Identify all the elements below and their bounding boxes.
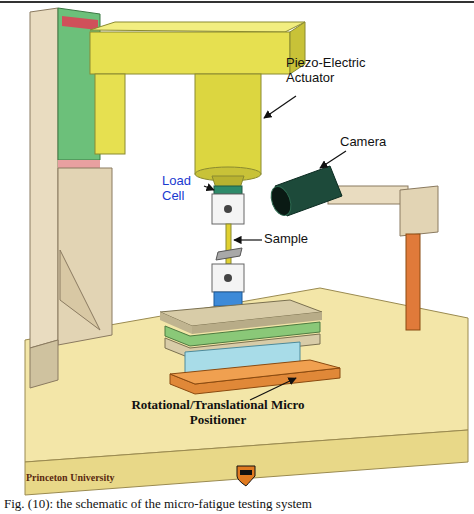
part-label: Sample (264, 232, 324, 247)
figure-caption: Fig. (10): the schematic of the micro-fa… (4, 497, 470, 512)
camera (267, 166, 438, 330)
micro-positioner (160, 300, 340, 394)
watermark: Princeton University (26, 472, 226, 484)
university-shield (237, 466, 255, 486)
leader-arrows (204, 96, 346, 400)
part-label: Rotational/Translational Micro Positione… (118, 398, 318, 428)
part-label: Load Cell (162, 174, 202, 204)
top-rule (0, 1, 474, 3)
part-label: Piezo-Electric Actuator (286, 56, 386, 86)
piezo-actuator (195, 74, 261, 188)
load-cell-and-grips (212, 186, 244, 306)
part-label: Camera (340, 135, 410, 150)
